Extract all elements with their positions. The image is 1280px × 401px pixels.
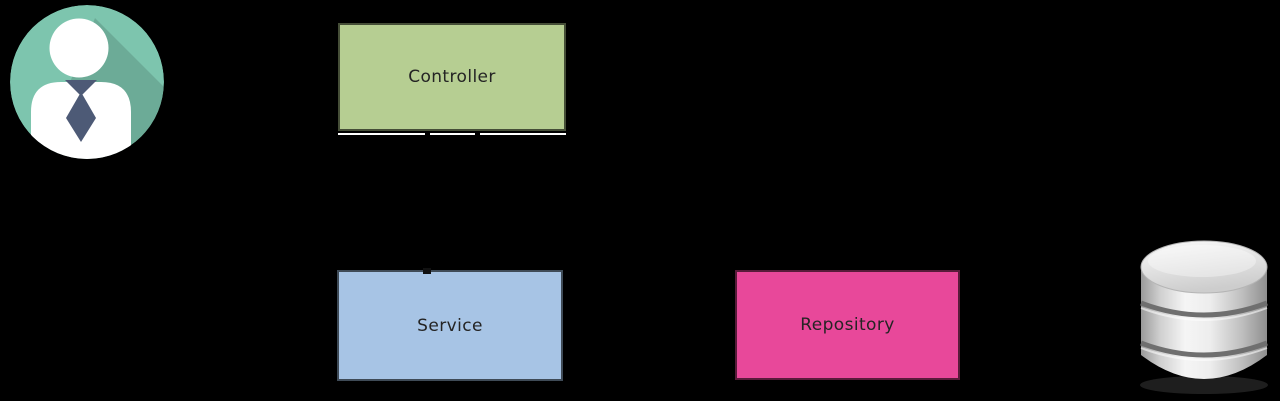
database-top-highlight xyxy=(1148,245,1256,277)
database-groove-2-highlight xyxy=(1140,347,1268,361)
database-icon xyxy=(1139,239,1269,397)
user-icon xyxy=(9,4,165,160)
user-tie-knot xyxy=(65,80,97,96)
user-tie xyxy=(66,92,96,142)
controller-shadow-line-left xyxy=(338,133,425,135)
controller-shadow-line-middle xyxy=(430,133,475,135)
node-service-label: Service xyxy=(417,315,483,336)
database-shadow xyxy=(1140,376,1268,394)
connector-arrowhead-mark xyxy=(423,268,431,274)
database-groove-2 xyxy=(1140,340,1268,358)
database-groove-1-highlight xyxy=(1140,307,1268,321)
node-service: Service xyxy=(337,270,563,381)
node-repository: Repository xyxy=(735,270,960,380)
database-groove-1 xyxy=(1140,300,1268,318)
node-repository-label: Repository xyxy=(800,315,895,335)
node-controller-label: Controller xyxy=(408,67,496,87)
user-icon-svg xyxy=(10,5,164,159)
database-top xyxy=(1140,240,1268,294)
database-icon-svg xyxy=(1140,240,1268,394)
node-controller: Controller xyxy=(338,23,566,131)
user-head xyxy=(49,18,109,78)
controller-shadow-line-right xyxy=(480,133,566,135)
